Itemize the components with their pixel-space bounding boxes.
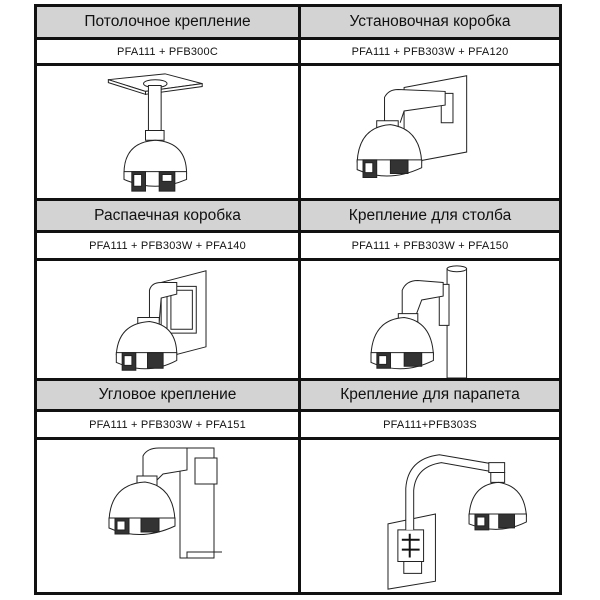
mount-title: Установочная коробка [301, 7, 559, 40]
parapet-mount-camera-icon [301, 440, 559, 592]
mount-title: Потолочное крепление [37, 7, 298, 40]
junction-box-illustration [37, 261, 298, 381]
corner-mount-illustration [37, 440, 298, 592]
parapet-mount-illustration [301, 440, 559, 592]
mount-code: PFA111 + PFB303W + PFA140 [37, 233, 298, 261]
mounting-options-table: Потолочное крепление PFA111 + PFB300C Ра… [34, 4, 562, 595]
mount-code: PFA111+PFB303S [301, 412, 559, 440]
right-column: Установочная коробка PFA111 + PFB303W + … [301, 7, 559, 592]
mount-code: PFA111 + PFB303W + PFA151 [37, 412, 298, 440]
corner-mount-camera-icon [37, 440, 298, 592]
mount-title: Крепление для столба [301, 201, 559, 233]
mount-code: PFA111 + PFB303W + PFA150 [301, 233, 559, 261]
mount-code: PFA111 + PFB300C [37, 40, 298, 66]
pole-mount-camera-icon [301, 261, 559, 378]
mounting-box-illustration [301, 66, 559, 201]
mount-title: Угловое крепление [37, 381, 298, 412]
junction-box-camera-icon [37, 261, 298, 378]
ceiling-mount-camera-icon [37, 66, 298, 198]
mounting-box-camera-icon [301, 66, 559, 198]
mount-title: Распаечная коробка [37, 201, 298, 233]
mount-title: Крепление для парапета [301, 381, 559, 412]
ceiling-mount-illustration [37, 66, 298, 201]
pole-mount-illustration [301, 261, 559, 381]
mount-code: PFA111 + PFB303W + PFA120 [301, 40, 559, 66]
left-column: Потолочное крепление PFA111 + PFB300C Ра… [37, 7, 301, 592]
